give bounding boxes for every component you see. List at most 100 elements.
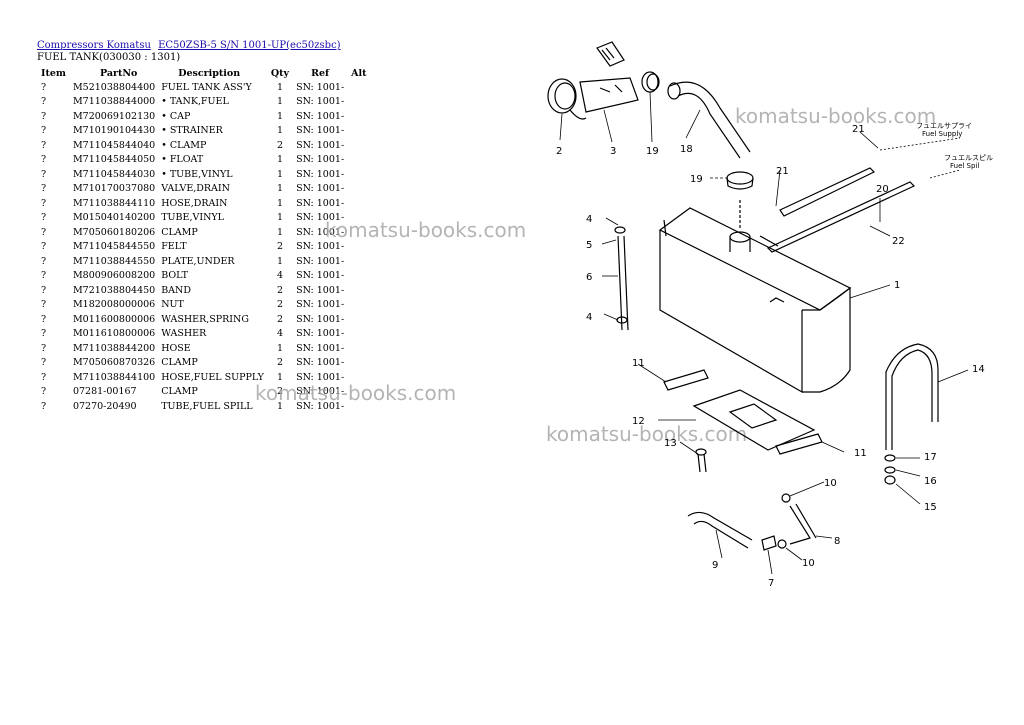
fuel-supply-pipe [766, 167, 916, 253]
callout-5: 5 [586, 240, 592, 251]
strainer-part [579, 77, 639, 113]
callout-8: 8 [834, 536, 840, 547]
fuel-tank-exploded-diagram: 2 3 19 18 19 4 5 6 4 1 11 12 13 14 17 16… [547, 41, 993, 589]
cell-description: • CLAMP [161, 139, 207, 151]
callout-15: 15 [924, 502, 937, 513]
cell-alt [347, 196, 370, 211]
hose-part [667, 81, 751, 159]
callout-2: 2 [556, 146, 562, 157]
fuel-supply-label: Fuel Supply [922, 130, 962, 138]
drain-hose [687, 511, 753, 549]
cell-item: ? [41, 400, 47, 412]
bolt-part [695, 448, 707, 473]
callout-3: 3 [610, 146, 616, 157]
page-subtitle: FUEL TANK(030030 : 1301) [37, 52, 181, 63]
callout-1: 1 [894, 280, 900, 291]
cell-ref: SN: 1001- [296, 270, 345, 282]
cell-ref: SN: 1001- [296, 313, 345, 325]
breadcrumb: Compressors Komatsu EC50ZSB-5 S/N 1001-U… [37, 40, 345, 51]
cell-ref: SN: 1001- [296, 110, 345, 122]
cell-partno: 07270-20490 [72, 400, 137, 412]
cell-item: ? [41, 299, 47, 311]
watermark: komatsu-books.com [546, 422, 748, 446]
cell-ref: SN: 1001- [296, 183, 345, 195]
cell-alt [347, 269, 370, 284]
watermark: komatsu-books.com [255, 381, 457, 405]
cell-qty: 2 [276, 241, 283, 253]
cell-description: HOSE,FUEL SUPPLY [161, 371, 264, 383]
cell-partno: 07281-00167 [72, 386, 137, 398]
cell-alt [347, 182, 370, 197]
cell-partno: M011610800006 [72, 328, 156, 340]
cell-ref: SN: 1001- [296, 299, 345, 311]
cell-item: ? [41, 357, 47, 369]
cell-item: ? [41, 313, 47, 325]
cell-ref: SN: 1001- [296, 154, 345, 166]
cell-alt [347, 254, 370, 269]
cell-partno: M705060870326 [72, 357, 156, 369]
callout-18: 18 [680, 144, 693, 155]
cell-partno: M711045844050 [72, 154, 156, 166]
cell-ref: SN: 1001- [296, 212, 345, 224]
cell-ref: SN: 1001- [296, 328, 345, 340]
cell-qty: 1 [276, 255, 283, 267]
cell-description: PLATE,UNDER [161, 255, 235, 267]
cell-qty: 1 [276, 96, 283, 108]
cell-item: ? [41, 255, 47, 267]
cell-alt [347, 356, 370, 371]
cell-qty: 1 [276, 168, 283, 180]
callout-9: 9 [712, 560, 718, 571]
cell-partno: M711038844100 [72, 371, 156, 383]
cell-description: BAND [161, 284, 191, 296]
cell-qty: 1 [276, 342, 283, 354]
breadcrumb-link-category[interactable]: Compressors Komatsu [37, 40, 151, 51]
cell-partno: M800906008200 [72, 270, 156, 282]
cell-item: ? [41, 154, 47, 166]
cell-ref: SN: 1001- [296, 284, 345, 296]
header-alt: Alt [351, 67, 367, 79]
fuel-spill-label: Fuel Spil [950, 162, 979, 170]
cell-qty: 4 [276, 270, 283, 282]
cell-item: ? [41, 183, 47, 195]
cell-qty: 1 [276, 110, 283, 122]
cap-part [547, 78, 587, 120]
cell-description: • TANK,FUEL [161, 96, 229, 108]
cell-description: • CAP [161, 110, 191, 122]
clamp-part [726, 171, 754, 190]
cell-qty: 1 [276, 226, 283, 238]
breadcrumb-link-model[interactable]: EC50ZSB-5 S/N 1001-UP(ec50zsbc) [158, 40, 341, 51]
callout-4: 4 [586, 214, 592, 225]
cell-description: TUBE,FUEL SPILL [161, 400, 253, 412]
callout-17: 17 [924, 452, 937, 463]
cell-qty: 2 [276, 313, 283, 325]
table-header-row: Item PartNo Description Qty Ref Alt [37, 66, 371, 80]
fuel-spill-label-jp: フュエルスピル [944, 154, 993, 162]
cell-item: ? [41, 241, 47, 253]
cell-qty: 1 [276, 400, 283, 412]
cell-description: • FLOAT [161, 154, 204, 166]
callout-22: 22 [892, 236, 905, 247]
callout-19b: 19 [690, 174, 703, 185]
callout-10b: 10 [802, 558, 815, 569]
cell-description: FUEL TANK ASS'Y [161, 81, 252, 93]
cell-alt [347, 312, 370, 327]
callout-10: 10 [824, 478, 837, 489]
tube-part [789, 503, 817, 545]
cell-description: TUBE,VINYL [161, 212, 224, 224]
cell-ref: SN: 1001- [296, 125, 345, 137]
cell-item: ? [41, 110, 47, 122]
callout-11b: 11 [854, 448, 867, 459]
callout-19: 19 [646, 146, 659, 157]
cell-alt [347, 109, 370, 124]
felt-part [663, 369, 823, 455]
cell-item: ? [41, 81, 47, 93]
